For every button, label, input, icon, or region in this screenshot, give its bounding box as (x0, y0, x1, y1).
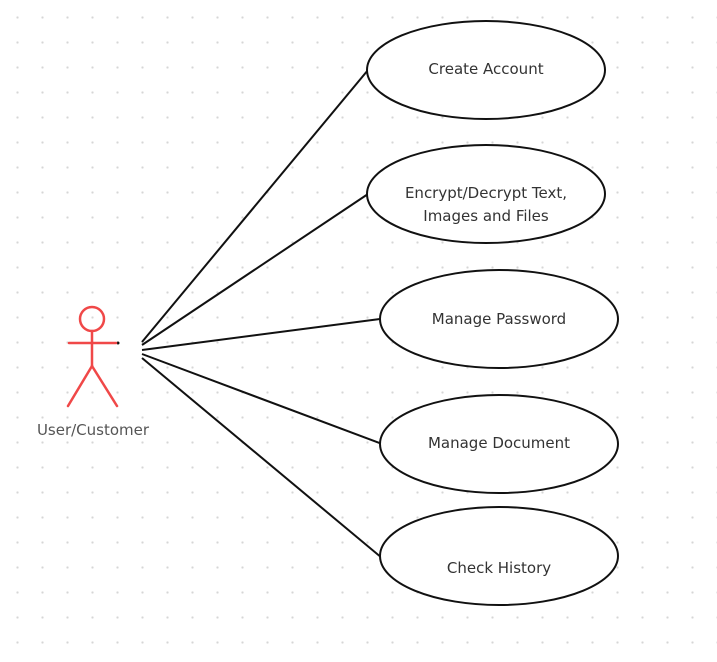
use-case-label-create-account: Create Account (428, 60, 544, 78)
use-case-manage-password[interactable] (379, 269, 619, 369)
actor-label: User/Customer (36, 421, 150, 439)
actor-stick-figure-icon[interactable] (66, 305, 119, 408)
use-case-label-manage-document: Manage Document (427, 434, 571, 452)
use-case-encrypt-decrypt[interactable] (366, 144, 606, 244)
use-case-check-history[interactable] (379, 506, 619, 606)
association-encrypt-decrypt[interactable] (141, 193, 369, 346)
association-create-account[interactable] (141, 69, 369, 343)
association-check-history[interactable] (141, 357, 383, 559)
use-case-manage-document[interactable] (379, 394, 619, 494)
use-case-label-encrypt-decrypt-line1: Encrypt/Decrypt Text, (404, 184, 568, 202)
use-case-label-manage-password: Manage Password (431, 310, 567, 328)
use-case-label-encrypt-decrypt-line2: Images and Files (423, 207, 549, 225)
association-manage-document[interactable] (141, 353, 383, 445)
association-manage-password[interactable] (141, 318, 381, 351)
use-case-create-account[interactable] (366, 20, 606, 120)
connection-point (116, 341, 120, 345)
use-case-label-check-history: Check History (446, 559, 552, 577)
